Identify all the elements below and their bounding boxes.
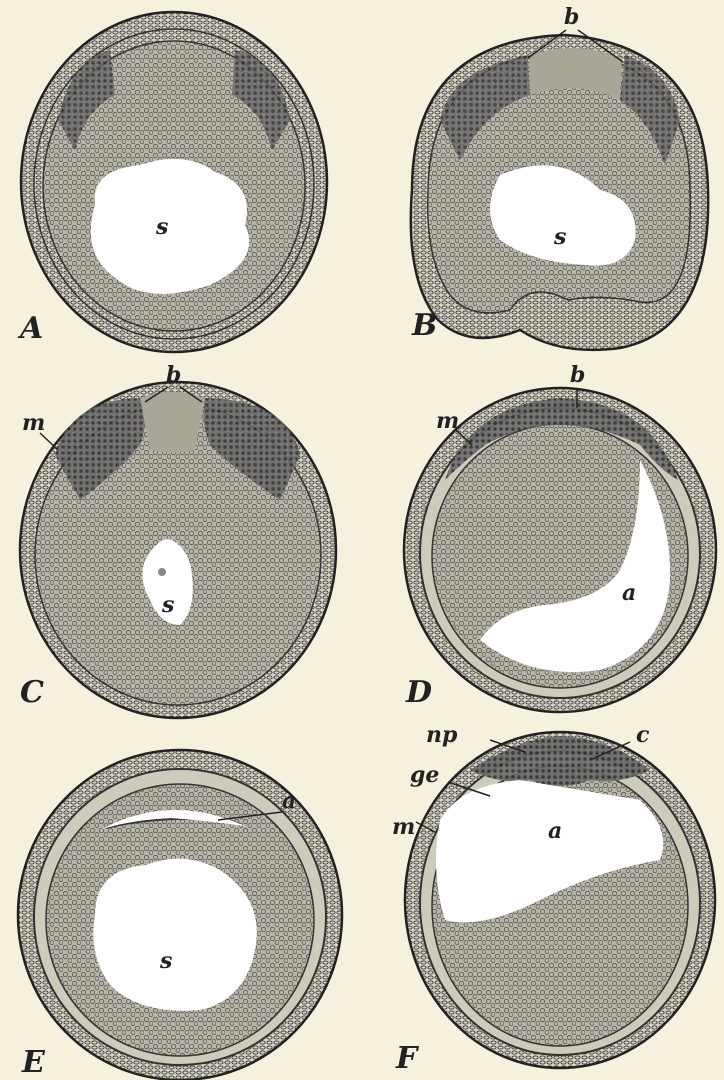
panel-f: np c ge m a F	[392, 722, 715, 1076]
panel-caption: A	[17, 311, 43, 346]
panel-d: b m a D	[404, 362, 716, 712]
label-m: m	[392, 814, 415, 840]
panel-b: b s B	[411, 4, 708, 350]
label-ge: ge	[410, 762, 439, 788]
yolk-granule	[158, 568, 166, 576]
panel-caption: C	[20, 675, 44, 710]
label-b: b	[564, 4, 579, 30]
panel-caption: E	[21, 1045, 46, 1080]
neural-plate	[470, 736, 650, 786]
label-s: s	[159, 948, 172, 974]
panel-c: b m s C	[20, 362, 336, 718]
panel-a: s A	[17, 12, 327, 352]
segmentation-cavity	[93, 859, 257, 1011]
label-np: np	[426, 722, 458, 748]
panel-caption: D	[405, 675, 432, 710]
panel-e: a s E	[18, 750, 342, 1080]
label-c: c	[636, 722, 650, 748]
label-b: b	[570, 362, 585, 388]
label-s: s	[553, 224, 566, 250]
panel-caption: B	[411, 308, 437, 343]
label-s: s	[155, 214, 168, 240]
segmentation-cavity	[91, 159, 249, 294]
label-a: a	[622, 580, 636, 606]
label-m: m	[22, 410, 45, 436]
label-a: a	[548, 818, 562, 844]
blastopore-plug	[140, 392, 205, 453]
label-b: b	[166, 362, 181, 388]
panel-caption: F	[395, 1041, 420, 1076]
label-m: m	[436, 408, 459, 434]
label-s: s	[161, 592, 174, 618]
label-a: a	[282, 788, 296, 814]
